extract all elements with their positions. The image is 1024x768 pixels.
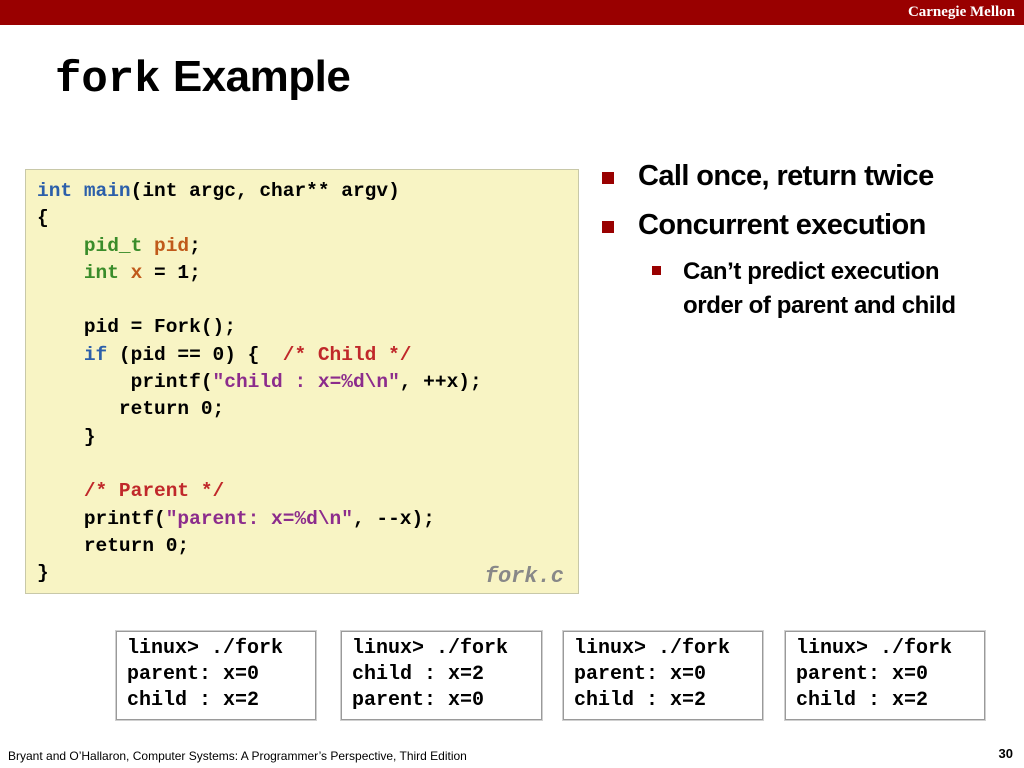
code-text-fragment: (pid == 0) { [107, 343, 283, 366]
code-line: } [37, 562, 49, 585]
terminal-line: linux> ./fork [352, 637, 509, 660]
brand-label: Carnegie Mellon [907, 4, 1015, 20]
page-number: 30 [998, 746, 1013, 761]
bullet-square-icon [602, 172, 614, 184]
code-listing: int main(int argc, char** argv) { pid_t … [25, 169, 579, 594]
code-keyword: if [83, 343, 108, 366]
code-variable: pid [154, 234, 190, 257]
terminal-line: child : x=2 [796, 689, 929, 712]
code-text-fragment: (int argc, char** argv) [130, 180, 400, 202]
code-text: int main(int argc, char** argv) { pid_t … [37, 178, 482, 587]
code-text-fragment: = 1; [142, 261, 201, 284]
code-string: "parent: x=%d\n" [165, 507, 353, 530]
bullet-text: Call once, return twice [638, 160, 934, 192]
terminal-line: parent: x=0 [574, 663, 707, 686]
terminal-output-box: linux> ./fork parent: x=0 child : x=2 [563, 631, 763, 720]
code-line: { [37, 207, 49, 230]
header-bar: Carnegie Mellon [0, 0, 1024, 25]
footer-citation: Bryant and O’Hallaron, Computer Systems:… [8, 749, 467, 763]
terminal-output-text: linux> ./fork child : x=2 parent: x=0 [352, 636, 508, 714]
code-type: pid_t [83, 234, 143, 257]
code-line: return 0; [118, 398, 225, 421]
code-variable: x [130, 261, 143, 284]
terminal-line: parent: x=0 [352, 689, 485, 712]
bullet-text: Concurrent execution [638, 209, 926, 241]
code-keyword: int [83, 261, 119, 284]
code-comment: /* Parent */ [83, 480, 225, 503]
bullet-square-icon [602, 221, 614, 233]
terminal-output-box: linux> ./fork parent: x=0 child : x=2 [785, 631, 985, 720]
code-function-call: printf( [83, 507, 166, 530]
title-code-word: fork [55, 55, 161, 105]
terminal-line: linux> ./fork [127, 637, 284, 660]
terminal-line: child : x=2 [352, 663, 485, 686]
code-text-fragment: , --x); [352, 507, 435, 530]
title-text: Example [172, 52, 351, 101]
code-string: "child : x=%d\n" [212, 371, 400, 394]
terminal-line: child : x=2 [574, 689, 707, 712]
code-line: pid = Fork(); [83, 316, 236, 339]
sub-bullet-item: Can’t predict execution order of parent … [652, 255, 982, 323]
terminal-output-text: linux> ./fork parent: x=0 child : x=2 [127, 636, 283, 714]
code-text-fragment: , ++x); [399, 371, 482, 394]
terminal-line: parent: x=0 [127, 663, 260, 686]
terminal-line: linux> ./fork [796, 637, 953, 660]
code-comment: /* Child */ [282, 343, 412, 366]
code-keyword: int [37, 180, 73, 202]
code-text-fragment: ; [189, 234, 201, 257]
terminal-output-text: linux> ./fork parent: x=0 child : x=2 [796, 636, 952, 714]
code-function-call: printf( [130, 371, 213, 394]
sub-bullet-text: Can’t predict execution order of parent … [683, 258, 956, 319]
code-line: return 0; [83, 534, 190, 557]
code-function-name: main [83, 180, 131, 202]
terminal-output-box: linux> ./fork child : x=2 parent: x=0 [341, 631, 542, 720]
terminal-output-text: linux> ./fork parent: x=0 child : x=2 [574, 636, 730, 714]
terminal-line: child : x=2 [127, 689, 260, 712]
slide-title: fork Example [55, 52, 351, 105]
code-line: } [83, 425, 96, 448]
code-filename: fork.c [484, 564, 564, 589]
terminal-line: linux> ./fork [574, 637, 731, 660]
sub-bullet-square-icon [652, 266, 661, 275]
terminal-output-box: linux> ./fork parent: x=0 child : x=2 [116, 631, 316, 720]
terminal-line: parent: x=0 [796, 663, 929, 686]
